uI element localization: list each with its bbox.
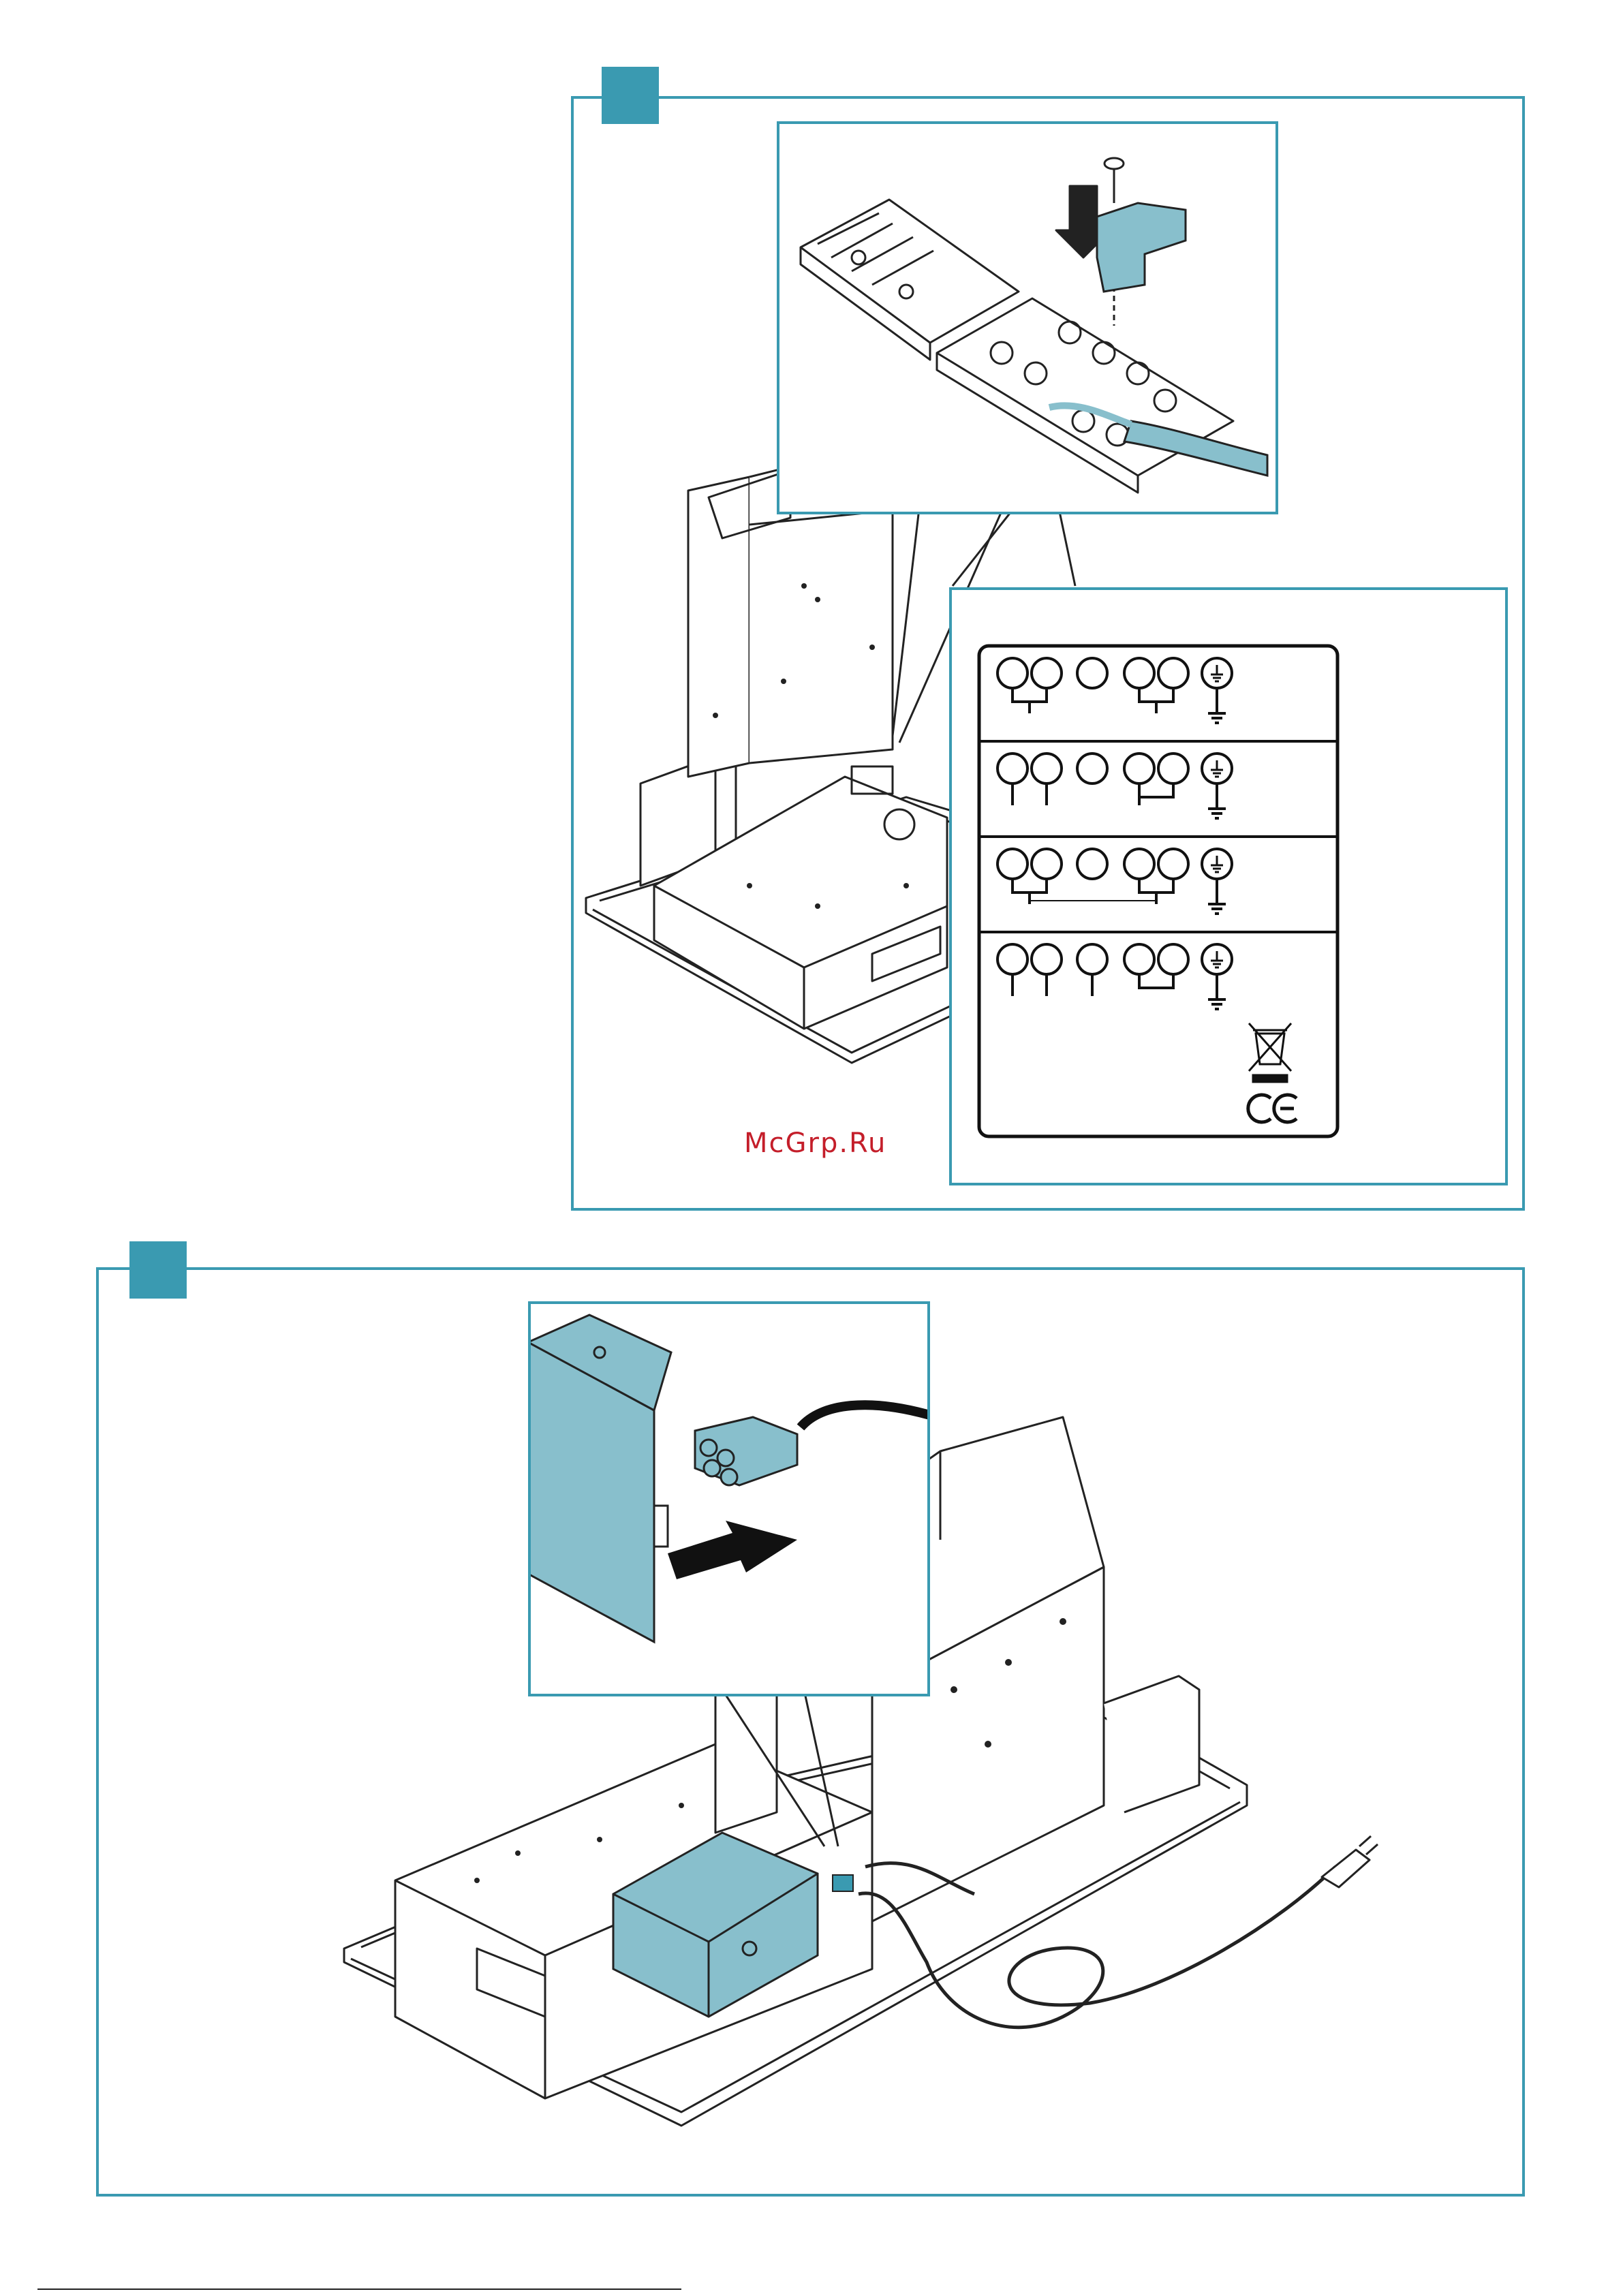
connector-detail (528, 1301, 930, 1696)
footer-rule (0, 2282, 1623, 2296)
